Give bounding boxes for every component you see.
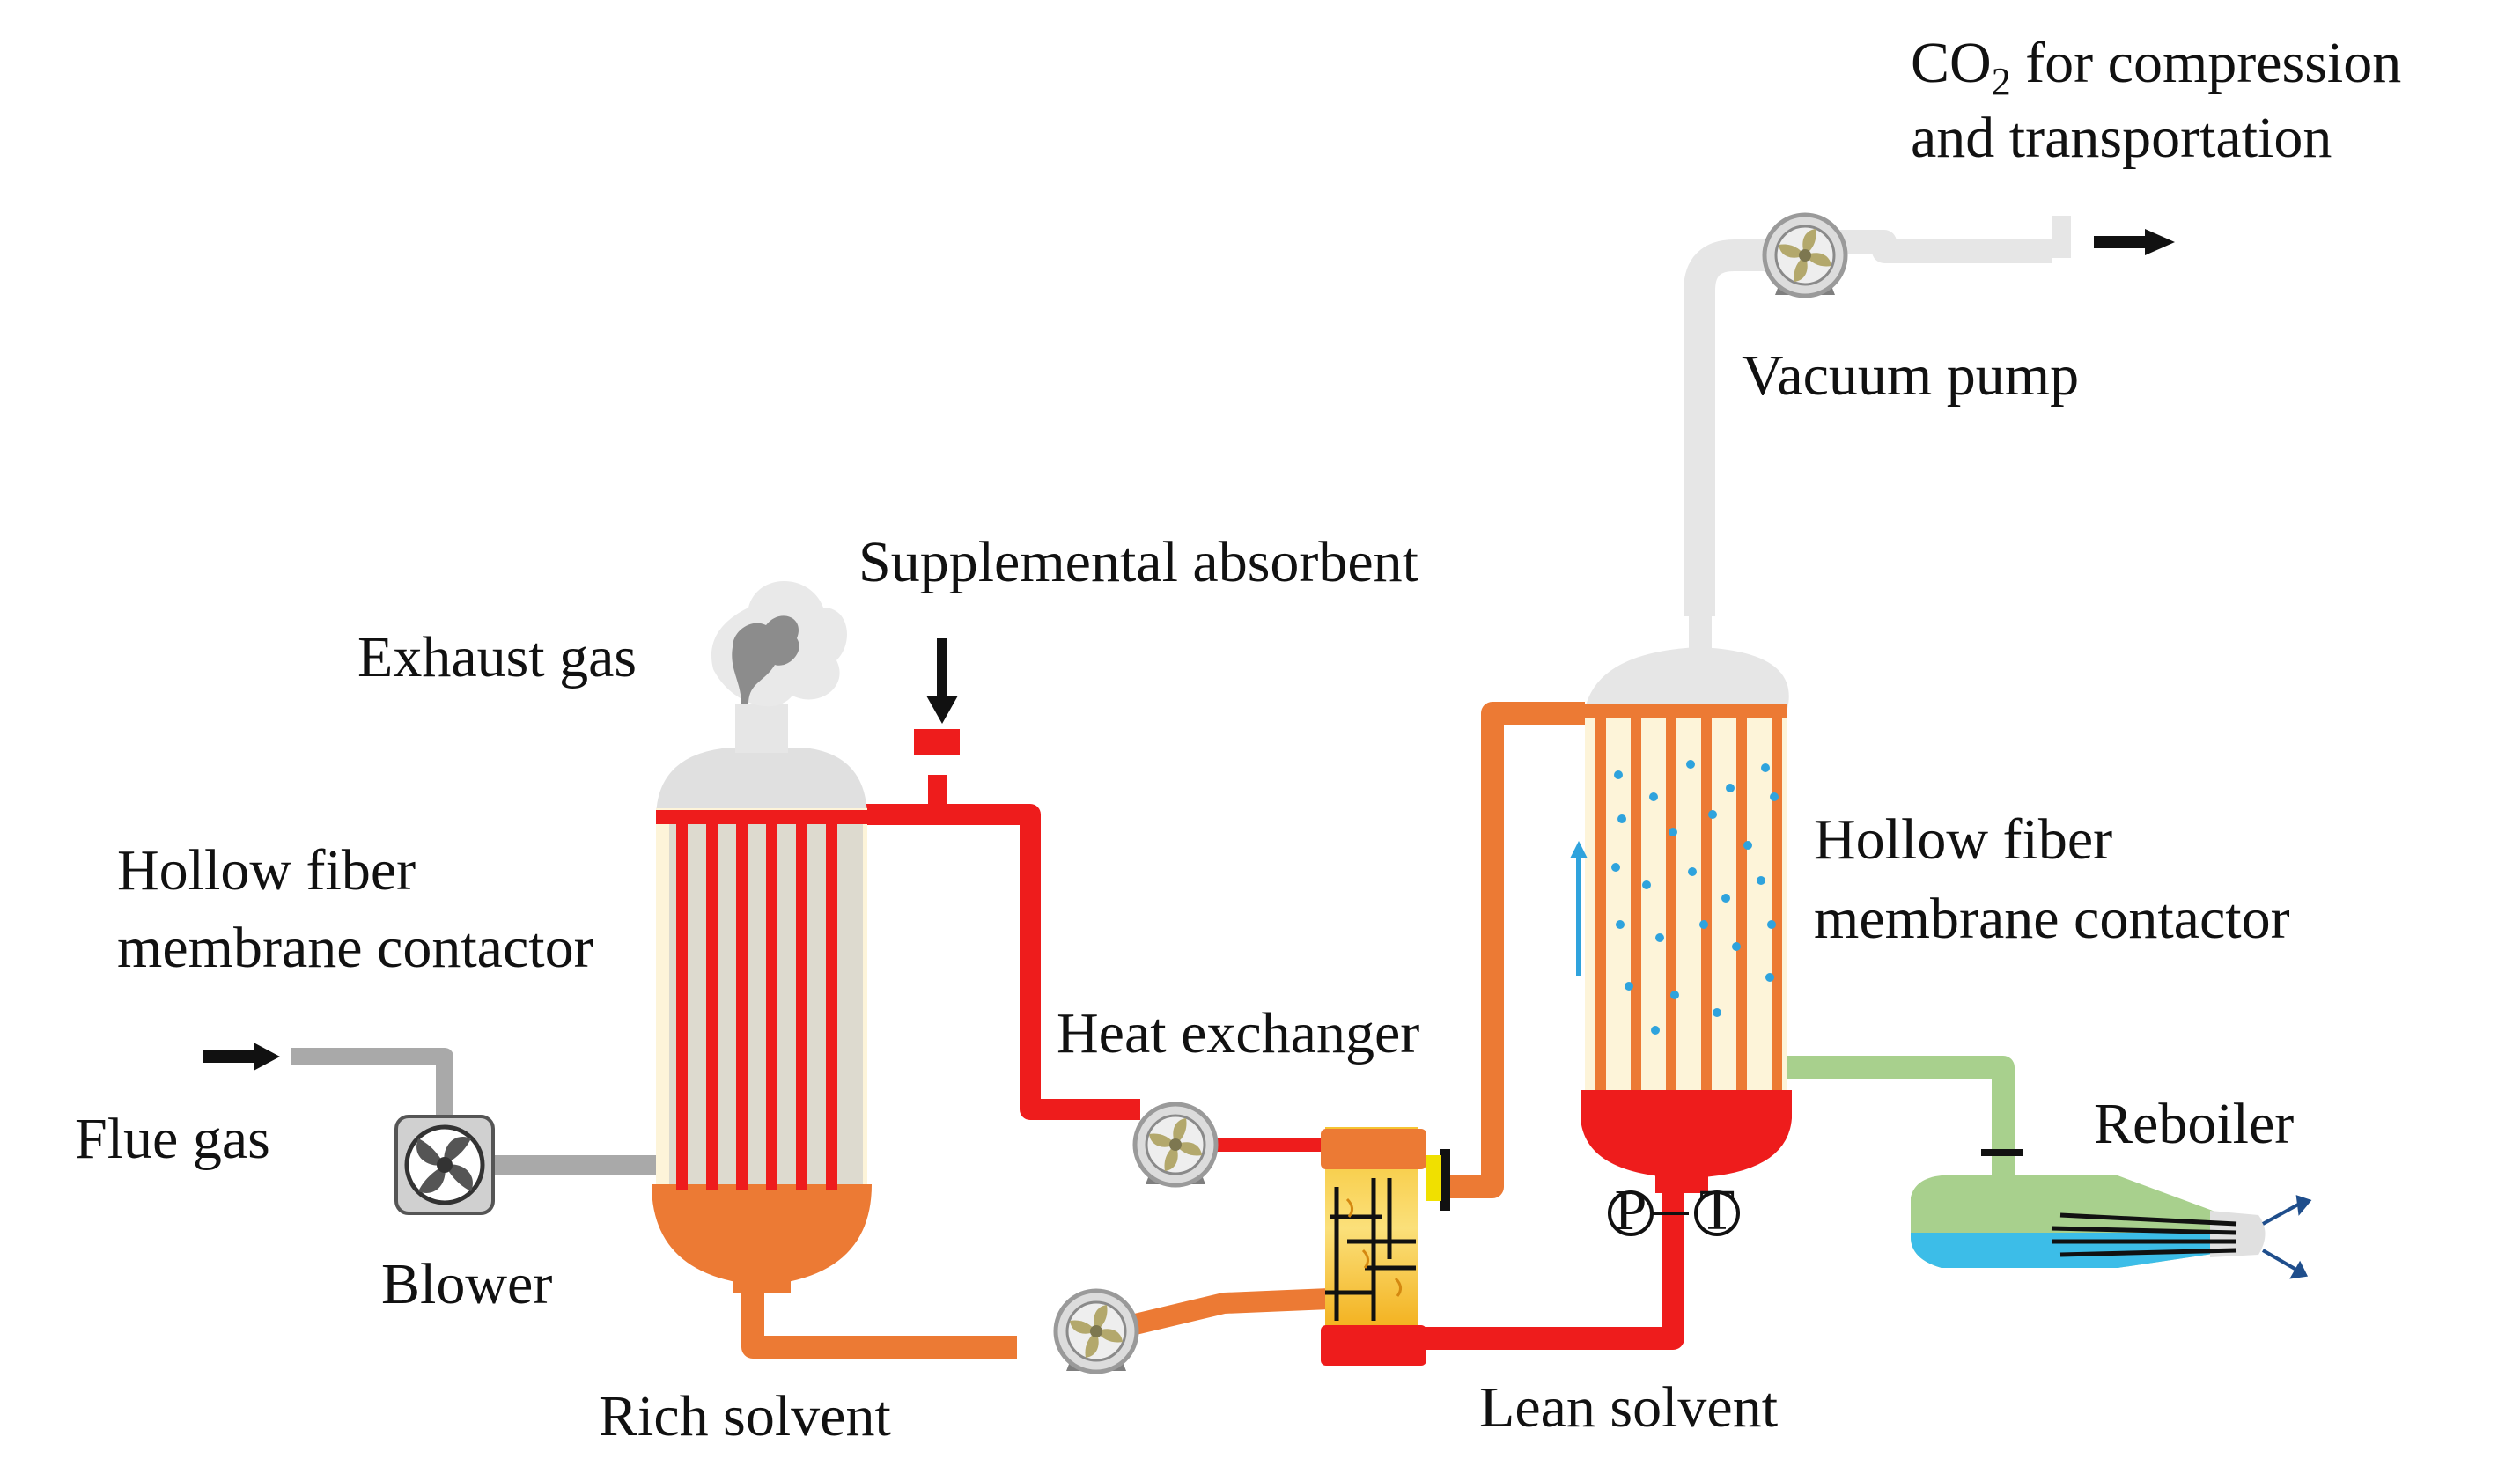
co2-bubbles <box>1611 760 1779 1035</box>
condensate-pipe <box>1787 1056 2015 1184</box>
heat-exchanger-label: Heat exchanger <box>1057 1001 1419 1065</box>
temperature-symbol: T <box>1699 1178 1735 1242</box>
flue-gas-label: Flue gas <box>75 1107 270 1171</box>
lean-solvent-pump-icon <box>1135 1104 1216 1185</box>
heat-exchanger <box>1321 1127 1450 1366</box>
flue-gas-arrow-icon <box>203 1043 280 1071</box>
vacuum-pump-icon <box>1765 215 1846 296</box>
pressure-gauge: P <box>1608 1178 1689 1242</box>
pressure-symbol: P <box>1615 1178 1647 1242</box>
supplemental-absorbent-inlet <box>914 729 960 755</box>
stripper-label-line2: membrane contactor <box>1814 887 2290 951</box>
absorber-label-line2: membrane contactor <box>117 916 593 980</box>
absorber-fibers <box>676 819 837 1190</box>
stripper-fibers <box>1595 713 1782 1090</box>
rich-solvent-pipes <box>741 702 1585 1359</box>
co2-outlet-arrow-icon <box>2094 229 2175 255</box>
rich-solvent-pump-icon <box>1056 1291 1137 1372</box>
lean-solvent-label: Lean solvent <box>1479 1375 1778 1440</box>
supplemental-absorbent-arrow-icon <box>926 638 958 724</box>
exhaust-smoke-icon <box>711 581 847 753</box>
stripper-column <box>1570 616 1792 1193</box>
reboiler-valve <box>1981 1149 2023 1156</box>
flue-gas-pipe <box>291 1048 669 1175</box>
absorber-label-line1: Hollow fiber <box>117 838 416 903</box>
bubble-flow-arrow-icon <box>1570 841 1588 858</box>
co2-vapor-pipe <box>1684 216 2071 616</box>
exhaust-gas-label: Exhaust gas <box>357 625 637 689</box>
temperature-gauge: T <box>1694 1178 1740 1242</box>
bubble-flow-indicator <box>1576 852 1581 976</box>
reboiler-label: Reboiler <box>2094 1092 2294 1156</box>
absorber-column <box>652 748 872 1293</box>
co2-label-line2: and transportation <box>1911 106 2332 170</box>
supplemental-absorbent-label: Supplemental absorbent <box>858 530 1418 594</box>
blower-label: Blower <box>381 1252 552 1316</box>
reboiler <box>1911 1175 2312 1279</box>
co2-outlet-flange <box>2052 216 2071 258</box>
rich-solvent-label: Rich solvent <box>599 1384 891 1448</box>
stripper-label-line1: Hollow fiber <box>1814 807 2112 872</box>
blower-fan-icon <box>394 1115 495 1215</box>
vacuum-pump-label: Vacuum pump <box>1742 343 2079 408</box>
co2-label-line1: CO2 for compression <box>1911 31 2401 103</box>
